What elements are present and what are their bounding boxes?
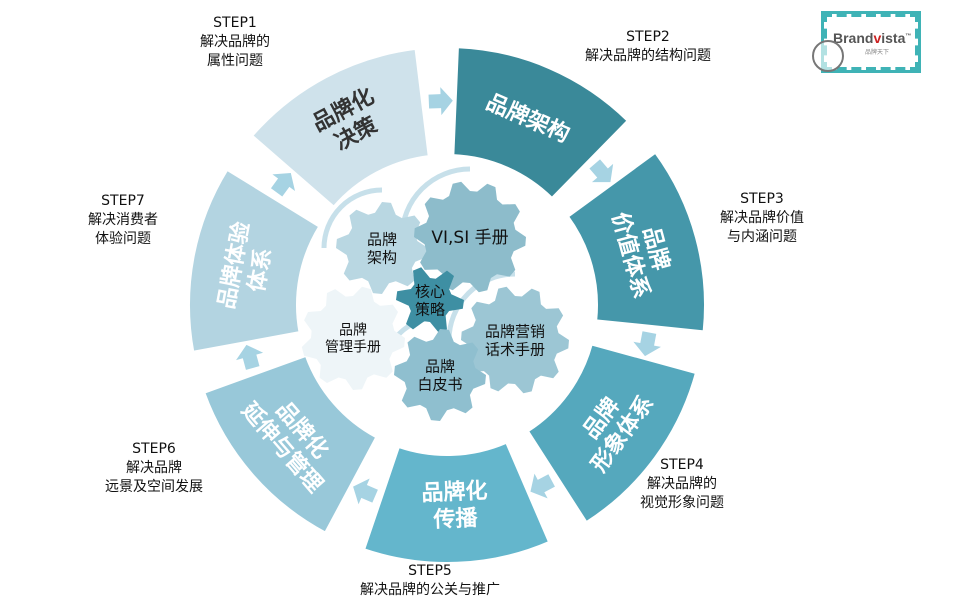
gear-label: 架构 — [367, 248, 397, 266]
logo-subtitle: 品牌天下 — [865, 49, 890, 56]
arrow-icon — [530, 473, 555, 499]
step-desc: 解决品牌的结构问题 — [585, 48, 711, 64]
step-desc: 视觉形象问题 — [640, 495, 724, 511]
logo-text: ista — [881, 30, 906, 46]
segment-shape — [566, 151, 706, 333]
rotation-arc — [446, 271, 516, 341]
gear-label: 品牌营销 — [485, 322, 545, 340]
step-title: STEP6 — [132, 441, 176, 457]
step-desc: 属性问题 — [207, 53, 263, 69]
segment-shape — [203, 354, 378, 534]
segment-5: 品牌化传播 — [362, 441, 551, 564]
step-desc: 解决品牌价值 — [720, 210, 804, 226]
step-desc: 解决品牌 — [126, 460, 182, 476]
segment-3: 品牌价值体系 — [566, 151, 706, 333]
arrow-icon — [270, 173, 296, 197]
arrow-shape — [236, 344, 264, 370]
step-7-label: STEP7 解决消费者体验问题 — [88, 192, 158, 249]
step-5-label: STEP5 解决品牌的公关与推广 — [360, 562, 500, 600]
arrow-shape — [270, 173, 296, 197]
segment-shape — [452, 46, 630, 200]
segment-shape — [188, 168, 321, 353]
segment-label: 品牌体验体系 — [213, 220, 281, 316]
gear-5: 品牌白皮书 — [394, 329, 486, 421]
step-title: STEP2 — [626, 29, 670, 45]
step-2-label: STEP2 解决品牌的结构问题 — [585, 28, 711, 66]
gear-icon — [414, 181, 526, 293]
step-6-label: STEP6 解决品牌远景及空间发展 — [105, 440, 203, 497]
gear-icon — [336, 202, 428, 294]
step-title: STEP5 — [408, 563, 452, 579]
gear-icon — [394, 329, 486, 421]
gear-3: 核心策略 — [396, 267, 464, 333]
gear-text: 核心策略 — [415, 282, 445, 318]
arrow-shape — [428, 87, 453, 116]
segment-2: 品牌架构 — [452, 46, 630, 200]
arrow-shape — [530, 473, 555, 499]
arrow-icon — [428, 87, 453, 116]
step-desc: 解决品牌的 — [200, 34, 270, 50]
step-3-label: STEP3 解决品牌价值与内涵问题 — [720, 190, 804, 247]
logo-tm: ™ — [905, 33, 912, 40]
gear-label: 品牌 — [425, 357, 455, 375]
segment-label: 品牌化传播 — [420, 478, 488, 533]
segment-7: 品牌体验体系 — [188, 168, 321, 353]
gear-label: VI,SI 手册 — [431, 228, 508, 248]
logo-text: v — [873, 30, 882, 46]
gear-icon — [461, 286, 569, 394]
gear-text: VI,SI 手册 — [431, 228, 508, 248]
logo-wordmark: Brandvista™ — [833, 30, 911, 46]
segment-label-text: 品牌化传播 — [420, 478, 488, 533]
arrow-icon — [353, 478, 378, 505]
gear-label: 管理手册 — [325, 339, 381, 355]
arrow-icon — [633, 331, 661, 357]
gear-label: 白皮书 — [417, 375, 462, 393]
gear-text: 品牌白皮书 — [417, 357, 462, 393]
step-title: STEP4 — [660, 457, 704, 473]
gear-label: 话术手册 — [485, 340, 545, 358]
gear-4: 品牌营销话术手册 — [461, 286, 569, 394]
stamp-icon — [812, 40, 844, 72]
gear-label: 品牌 — [339, 322, 367, 339]
step-1-label: STEP1 解决品牌的属性问题 — [200, 14, 270, 71]
gear-label: 策略 — [415, 300, 445, 318]
step-desc: 体验问题 — [95, 231, 151, 247]
arrow-shape — [633, 331, 661, 357]
gear-6: 品牌管理手册 — [301, 286, 405, 390]
segment-1: 品牌化决策 — [250, 47, 430, 209]
arrow-icon — [236, 344, 264, 370]
arrow-shape — [353, 478, 378, 505]
gear-text: 品牌架构 — [367, 230, 397, 266]
gear-label: 品牌 — [367, 230, 397, 248]
segment-shape — [526, 343, 698, 524]
step-desc: 与内涵问题 — [727, 229, 797, 245]
step-title: STEP3 — [740, 191, 784, 207]
gear-icon — [301, 286, 405, 390]
step-desc: 解决消费者 — [88, 212, 158, 228]
step-title: STEP7 — [101, 193, 145, 209]
step-desc: 解决品牌的公关与推广 — [360, 582, 500, 598]
arrow-shape — [589, 159, 614, 183]
step-4-label: STEP4 解决品牌的视觉形象问题 — [640, 456, 724, 513]
step-desc: 解决品牌的 — [647, 476, 717, 492]
segment-shape — [250, 47, 430, 209]
gear-label: 核心 — [415, 282, 445, 300]
step-title: STEP1 — [213, 15, 257, 31]
gear-text: 品牌管理手册 — [325, 322, 381, 356]
rotation-arc — [321, 187, 383, 249]
step-desc: 远景及空间发展 — [105, 479, 203, 495]
gear-icon — [396, 267, 464, 333]
gear-1: 品牌架构 — [336, 202, 428, 294]
gear-2: VI,SI 手册 — [414, 181, 526, 293]
gear-text: 品牌营销话术手册 — [485, 322, 545, 358]
segment-shape — [362, 441, 551, 564]
arrow-icon — [589, 159, 614, 183]
segment-4: 品牌形象体系 — [526, 343, 698, 524]
logo-text: Brand — [833, 30, 874, 46]
